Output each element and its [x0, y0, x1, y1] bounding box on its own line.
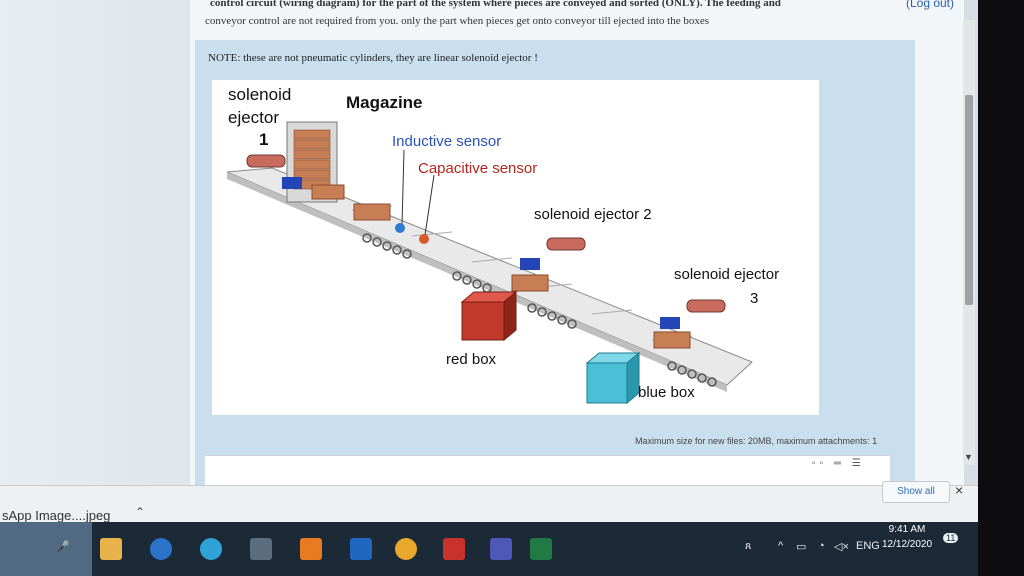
show-all-button[interactable]: Show all	[882, 481, 950, 503]
question-line-2: conveyor control are not required from y…	[205, 15, 710, 27]
chevron-up-tray-icon[interactable]: ^	[778, 540, 784, 552]
magazine-label: Magazine	[346, 93, 423, 112]
microphone-icon[interactable]: 🎤	[56, 541, 70, 553]
monitor-bezel	[978, 0, 1024, 576]
scroll-down-arrow-icon[interactable]: ▼	[964, 452, 973, 462]
editor-toolbar	[205, 455, 890, 486]
max-file-size-text: Maximum size for new files: 20MB, maximu…	[635, 436, 878, 446]
outlook-icon[interactable]	[350, 538, 372, 560]
solenoid-ejector-1-label-a: solenoid	[228, 85, 292, 104]
page-left-margin	[0, 0, 190, 485]
scrollbar-thumb[interactable]	[965, 95, 973, 305]
download-file-name[interactable]: sApp Image....jpeg	[2, 508, 111, 523]
battery-icon[interactable]: ▭	[796, 541, 807, 553]
inductive-sensor-label: Inductive sensor	[392, 133, 502, 150]
solenoid-ejector-2-label: solenoid ejector 2	[534, 206, 652, 223]
store-icon[interactable]	[250, 538, 272, 560]
language-indicator[interactable]: ENG	[856, 540, 880, 552]
taskbar-clock[interactable]: 9:41 AM 12/12/2020	[882, 522, 932, 552]
acrobat-icon[interactable]	[443, 538, 465, 560]
internet-explorer-icon[interactable]	[150, 538, 172, 560]
note-text: NOTE: these are not pneumatic cylinders,…	[208, 52, 538, 64]
question-line-1: control circuit (wiring diagram) for the…	[210, 0, 781, 9]
windows-taskbar	[0, 522, 978, 576]
notification-badge[interactable]: 11	[943, 533, 959, 543]
vlc-icon[interactable]	[300, 538, 322, 560]
clock-date: 12/12/2020	[882, 539, 933, 550]
teams-icon[interactable]	[490, 538, 512, 560]
file-explorer-icon[interactable]	[100, 538, 122, 560]
editor-view-icons[interactable]: ▫▫ ═ ☰	[812, 458, 865, 469]
download-bar	[0, 485, 978, 523]
wifi-icon[interactable]: ◔	[818, 540, 825, 552]
blue-box-label: blue box	[638, 384, 695, 401]
solenoid-ejector-1-label-b: ejector	[228, 108, 280, 127]
conveyor-illustration	[226, 121, 753, 405]
logout-link[interactable]: (Log out)	[905, 0, 954, 10]
red-box-label: red box	[446, 351, 497, 368]
volume-icon[interactable]: ◁×	[834, 541, 849, 553]
solenoid-ejector-1-number: 1	[259, 130, 269, 149]
people-icon[interactable]: ጸ	[745, 540, 752, 552]
capacitive-sensor-label: Capacitive sensor	[418, 160, 538, 177]
edge-browser-icon[interactable]	[200, 538, 222, 560]
solenoid-ejector-3-label: solenoid ejector	[674, 266, 780, 283]
chevron-up-icon[interactable]: ⌃	[135, 505, 146, 519]
chrome-icon[interactable]	[395, 538, 417, 560]
clock-time: 9:41 AM	[888, 524, 926, 535]
solenoid-ejector-3-number: 3	[750, 290, 759, 307]
excel-icon[interactable]	[530, 538, 552, 560]
conveyor-diagram-image: solenoid ejector 1 Magazine Inductive se…	[212, 80, 819, 415]
close-download-bar-button[interactable]: ×	[955, 482, 964, 498]
taskbar-search-area[interactable]	[0, 522, 92, 576]
